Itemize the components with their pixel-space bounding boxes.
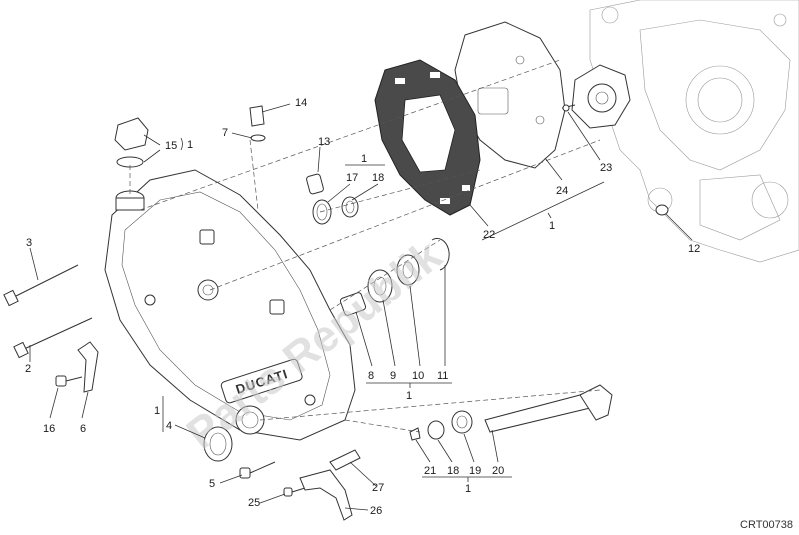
callout-labels: 3 2 16 6 4 5 25 7 14 13 15 1 17 18 1 8 9… [25, 97, 700, 517]
o-ring [655, 204, 669, 216]
small-screws [55, 375, 306, 497]
callout-5: 5 [209, 478, 215, 490]
crankcase-outline [589, 0, 799, 263]
group-brackets [162, 137, 605, 482]
callout-25: 25 [248, 497, 260, 509]
clutch-cover: DUCATI [104, 169, 356, 441]
group-label-8-11: 1 [406, 390, 412, 402]
leader-lines [29, 103, 693, 511]
callout-18-lower: 18 [447, 465, 459, 477]
group-label-21-20: 1 [465, 483, 471, 495]
clutch-plate-gasket [374, 59, 481, 216]
shaft-parts [339, 237, 450, 316]
callout-4: 4 [166, 420, 172, 432]
callout-17: 17 [346, 172, 358, 184]
callout-12: 12 [688, 243, 700, 255]
callout-11: 11 [437, 370, 448, 382]
callout-26: 26 [370, 505, 382, 517]
callout-10: 10 [412, 370, 424, 382]
drawing-code: CRT00738 [740, 519, 793, 531]
callout-18-upper: 18 [372, 172, 384, 184]
lower-shaft-parts [409, 384, 613, 441]
bushing [306, 173, 324, 195]
callout-14: 14 [295, 97, 307, 109]
callout-16: 16 [43, 423, 55, 435]
group-label-4: 1 [154, 405, 160, 417]
callout-2: 2 [25, 363, 31, 375]
callout-21: 21 [424, 465, 436, 477]
assembly-lines [129, 59, 601, 433]
callout-22: 22 [483, 229, 495, 241]
group-label-15: 1 [187, 139, 193, 151]
pump-gear [571, 64, 631, 129]
callout-24: 24 [556, 185, 568, 197]
callout-23: 23 [600, 162, 612, 174]
callout-6: 6 [80, 423, 86, 435]
bracket [77, 341, 99, 393]
long-bolts [3, 264, 93, 359]
seal-ring [203, 426, 233, 462]
callout-8: 8 [368, 370, 374, 382]
callout-15: 15 [165, 140, 177, 152]
bracket-plate [299, 449, 361, 521]
callout-7: 7 [222, 127, 228, 139]
oil-filler-cap [114, 117, 149, 168]
callout-9: 9 [390, 370, 396, 382]
group-label-22-24: 1 [549, 220, 555, 232]
callout-3: 3 [26, 237, 32, 249]
callout-27: 27 [372, 482, 384, 494]
group-label-17-18: 1 [361, 153, 367, 165]
callout-20: 20 [492, 465, 504, 477]
gasket-screw [561, 104, 576, 112]
callout-19: 19 [469, 465, 481, 477]
plug-and-washer [249, 105, 266, 142]
callout-13: 13 [318, 136, 330, 148]
spring-and-cap [312, 196, 359, 225]
